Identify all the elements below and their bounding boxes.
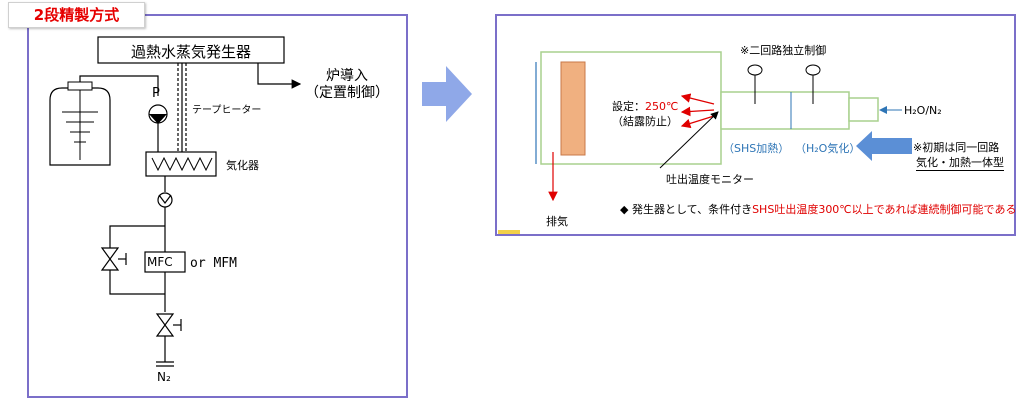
- note-line-2: 気化・加熱一体型: [916, 156, 1004, 171]
- tape-heater-label: テープヒーター: [192, 105, 262, 116]
- check-valve-icon: [157, 192, 173, 208]
- setting-label: 設定：250℃: [612, 100, 679, 113]
- condensation-label: （結露防止）: [612, 115, 678, 128]
- gas-inlet-label: H₂O/N₂: [904, 104, 942, 117]
- furnace-label: 炉導入: [326, 68, 368, 84]
- mfm-label: or MFM: [190, 256, 237, 271]
- dual-control-note: ※二回路独立制御: [740, 44, 827, 57]
- generator-label: 過熱水蒸気発生器: [130, 43, 251, 61]
- note-line-1: ※初期は同一回路: [913, 141, 1000, 154]
- thermocouple-2-icon: [805, 64, 821, 104]
- flow-arrow-icon: [422, 66, 472, 122]
- exhaust-label: 排気: [546, 215, 568, 228]
- water-tank: [49, 81, 111, 166]
- generator-box: [97, 36, 285, 64]
- pump-icon: [148, 104, 168, 124]
- shs-pipe: [720, 91, 850, 130]
- conclusion-text: ◆ 発生器として、条件付きSHS吐出温度300℃以上であれば連続制御可能である: [620, 203, 1017, 216]
- conclusion-highlight: SHS吐出温度300℃以上であれば連続制御可能である: [752, 203, 1017, 216]
- vaporizer-box: [145, 151, 217, 177]
- left-panel: [27, 14, 408, 398]
- vapor-direction-arrow-icon: [856, 131, 912, 161]
- thermocouple-1-icon: [747, 64, 763, 104]
- vapor-pipe: [848, 97, 879, 122]
- n2-label: N₂: [157, 370, 171, 384]
- mfc-label: MFC: [147, 255, 173, 269]
- bypass-valve-icon: [100, 247, 127, 271]
- section-title: 2段精製方式: [8, 2, 145, 28]
- furnace-feed-line: [257, 63, 302, 89]
- monitor-pointer: [659, 111, 719, 169]
- monitor-label: 吐出温度モニター: [666, 173, 754, 186]
- pump-label: P: [152, 86, 160, 101]
- shs-heat-label: （SHS加熱）: [723, 142, 790, 155]
- main-valve-icon: [155, 313, 182, 337]
- heater-block: [560, 61, 586, 156]
- vaporizer-label: 気化器: [226, 159, 259, 172]
- setting-value: 250℃: [645, 100, 679, 113]
- furnace-sub-label: （定置制御）: [305, 85, 389, 101]
- h2o-vapor-label: （H₂O気化）: [795, 142, 861, 155]
